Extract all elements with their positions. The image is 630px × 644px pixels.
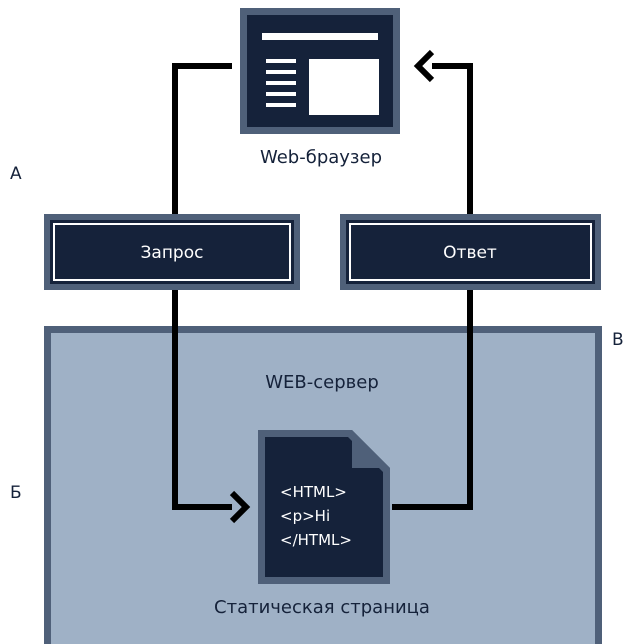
connectors (172, 63, 473, 510)
marker-c: В (612, 330, 624, 350)
arrow-into-page-icon (229, 490, 251, 524)
browser-title-bar (262, 33, 378, 40)
code-line-2: <p>Hi (280, 507, 330, 525)
page-to-response-line (392, 290, 473, 510)
browser-content-panel (309, 59, 379, 115)
request-label: Запрос (141, 243, 204, 263)
marker-b: Б (10, 483, 22, 503)
request-box: Запрос (44, 214, 300, 290)
code-line-1: <HTML> (280, 483, 347, 501)
response-to-browser-line (432, 63, 473, 222)
response-box: Ответ (340, 214, 601, 290)
browser-sidebar-lines (266, 59, 296, 107)
marker-a: А (10, 164, 22, 184)
web-server-label: WEB-сервер (265, 372, 379, 393)
document-icon: <HTML> <p>Hi </HTML> (258, 430, 390, 584)
code-line-3: </HTML> (280, 531, 352, 549)
browser-label: Web-браузер (260, 147, 382, 168)
arrow-into-browser-icon (413, 49, 435, 83)
document-body (265, 437, 383, 577)
document-fold (352, 430, 390, 468)
browser-window-icon (240, 8, 400, 134)
browser-to-request-line (172, 63, 232, 222)
request-to-page-line (172, 290, 232, 510)
response-label: Ответ (443, 243, 497, 263)
static-page-caption: Статическая страница (214, 597, 430, 618)
arrow-heads (229, 49, 435, 524)
